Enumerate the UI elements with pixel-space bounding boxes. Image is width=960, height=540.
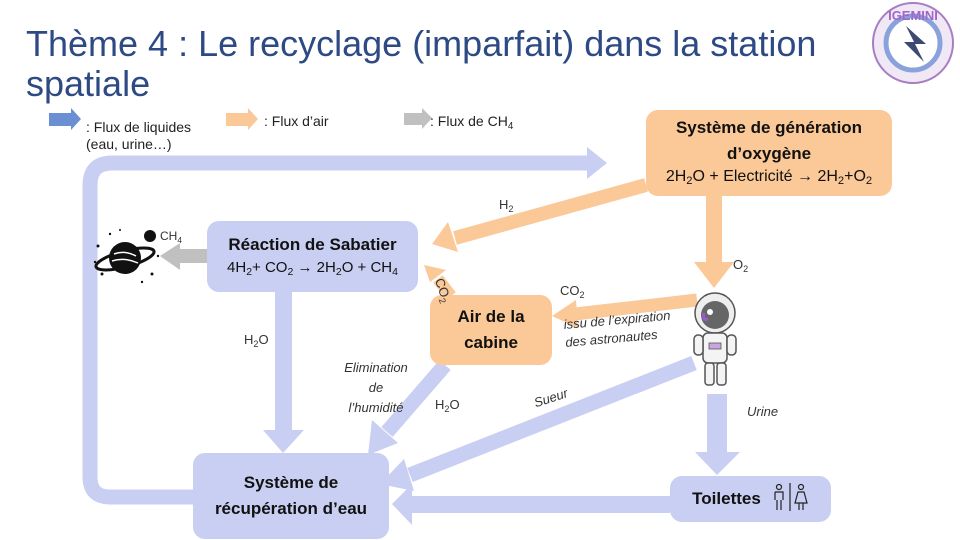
label-h2o-text: H bbox=[244, 332, 254, 347]
sabatier-title: Réaction de Sabatier bbox=[228, 234, 397, 254]
arrow-head bbox=[587, 147, 607, 179]
sabatier-reaction-box[interactable]: Réaction de Sabatier 4H2+ CO2 → 2H2O + C… bbox=[207, 221, 418, 292]
sabatier-formula-sub: 4 bbox=[392, 265, 398, 278]
sabatier-formula-sub: 2 bbox=[335, 265, 342, 278]
cabin-line2: cabine bbox=[464, 333, 518, 352]
legend-liquids-line1: : Flux de liquides bbox=[86, 119, 192, 135]
label-h2: H2 bbox=[499, 197, 513, 214]
label-h2o-sub: 2 bbox=[253, 339, 259, 349]
label-o2-text: O bbox=[733, 257, 744, 272]
planet-icon bbox=[92, 226, 162, 286]
label-urine: Urine bbox=[747, 404, 779, 419]
water-recovery-box[interactable]: Système de récupération d’eau bbox=[193, 453, 389, 539]
sabatier-formula: 4H2+ CO2 → 2H2O + CH4 bbox=[227, 258, 398, 282]
oxygen-formula-part: +O bbox=[844, 168, 866, 185]
legend-ch4-text: : Flux de CH bbox=[430, 113, 508, 129]
label-co2-expiration: CO2 bbox=[560, 283, 585, 300]
label-h2-sub: 2 bbox=[508, 204, 514, 214]
igemini-logo: IGEMINI bbox=[868, 0, 958, 92]
oxygen-formula-part: 2H bbox=[665, 168, 687, 185]
legend-liquids-line2: (eau, urine…) bbox=[86, 136, 172, 152]
sabatier-formula-part: → 2H bbox=[293, 258, 336, 276]
legend-air: : Flux d’air bbox=[264, 113, 329, 129]
label-co2-text: CO bbox=[560, 283, 580, 298]
label-o2-sub: 2 bbox=[743, 264, 749, 274]
label-h2o-left: H2O bbox=[244, 332, 269, 349]
oxygen-generation-box[interactable]: Système de génération d’oxygène 2H2O + E… bbox=[646, 110, 892, 196]
label-h2o-text: H bbox=[435, 397, 445, 412]
cabin-line1: Air de la bbox=[457, 307, 525, 326]
oxygen-formula: 2H2O + Electricité → 2H2+O2 bbox=[666, 167, 872, 191]
label-elimination-3: l’humidité bbox=[348, 400, 404, 415]
label-ch4-sub: 4 bbox=[177, 235, 183, 245]
oxygen-title-2: d’oxygène bbox=[726, 144, 812, 163]
sabatier-formula-part: + CO bbox=[252, 258, 288, 276]
label-h2o-mid: H2O bbox=[435, 397, 460, 414]
oxygen-formula-sub: 2 bbox=[686, 175, 693, 187]
legend-ch4-sub: 4 bbox=[507, 121, 514, 132]
label-elimination-2: de bbox=[368, 380, 384, 395]
cabin-air-box[interactable]: Air de la cabine bbox=[430, 295, 552, 365]
water-return-loop bbox=[82, 155, 590, 505]
toilets-label: Toilettes bbox=[692, 489, 761, 508]
sabatier-formula-part: O + CH bbox=[341, 258, 393, 276]
toilets-box[interactable]: Toilettes bbox=[670, 476, 831, 522]
sabatier-formula-part: 4H bbox=[227, 258, 247, 276]
oxygen-formula-sub: 2 bbox=[837, 175, 845, 187]
toilet-people-icon bbox=[771, 482, 809, 517]
logo-text: IGEMINI bbox=[888, 8, 938, 23]
oxygen-title-1: Système de génération bbox=[675, 118, 863, 137]
label-h2o-text: O bbox=[258, 332, 269, 347]
label-o2: O2 bbox=[733, 257, 748, 274]
label-elimination: Elimination de l’humidité bbox=[334, 358, 418, 418]
astronaut-icon bbox=[690, 289, 742, 389]
legend-ch4: : Flux de CH4 bbox=[430, 113, 513, 135]
label-h2-text: H bbox=[499, 197, 509, 212]
water-line2: récupération d’eau bbox=[214, 499, 368, 518]
label-ch4-text: CH bbox=[160, 229, 178, 243]
oxygen-formula-sub: 2 bbox=[865, 175, 873, 187]
sabatier-formula-sub: 2 bbox=[246, 265, 253, 278]
label-h2o-text: O bbox=[449, 397, 460, 412]
label-elimination-1: Elimination bbox=[344, 360, 408, 375]
legend-liquids: : Flux de liquides (eau, urine…) bbox=[86, 119, 191, 153]
label-h2o-sub: 2 bbox=[444, 404, 450, 414]
label-co2-sub: 2 bbox=[579, 290, 585, 300]
water-line1: Système de bbox=[243, 473, 339, 492]
oxygen-formula-part: O + Electricité → 2H bbox=[692, 168, 838, 185]
page-title: Thème 4 : Le recyclage (imparfait) dans … bbox=[26, 23, 817, 104]
label-ch4: CH4 bbox=[160, 229, 182, 245]
sabatier-formula-sub: 2 bbox=[287, 265, 294, 278]
